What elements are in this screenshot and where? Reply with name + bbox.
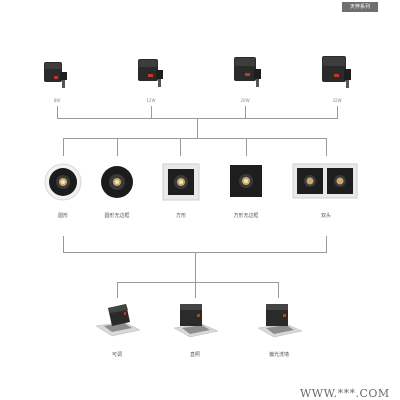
shape-label: 方形无边框 xyxy=(233,213,259,219)
connector-line xyxy=(63,138,64,156)
connector-line xyxy=(246,138,247,156)
driver-20w-image xyxy=(234,57,261,87)
double-head-light-image xyxy=(292,163,358,199)
connector-line xyxy=(63,138,327,139)
connector-line xyxy=(151,106,152,118)
connector-line xyxy=(337,106,338,118)
connector-line xyxy=(326,236,327,252)
driver-label: 8W xyxy=(53,98,61,103)
driver-label: 20W xyxy=(240,98,250,103)
round-frameless-light-image xyxy=(101,166,133,198)
connector-line xyxy=(245,106,246,118)
driver-32w-image xyxy=(322,56,351,88)
direct-module-image xyxy=(173,304,219,338)
connector-line xyxy=(278,282,279,298)
wall-washer-module-image xyxy=(257,304,303,338)
connector-line xyxy=(195,252,196,282)
round-light-image xyxy=(44,163,82,201)
square-light-image xyxy=(162,163,200,201)
shape-label: 方形 xyxy=(175,213,187,219)
shape-label: 圆形 xyxy=(57,213,69,219)
square-frameless-light-image xyxy=(230,165,262,197)
driver-8w-image xyxy=(44,62,67,88)
connector-line xyxy=(117,138,118,156)
connector-line xyxy=(57,106,58,118)
driver-label: 12W xyxy=(146,98,156,103)
connector-line xyxy=(197,118,198,138)
connector-line xyxy=(195,282,196,298)
driver-label: 32W xyxy=(332,98,342,103)
module-label: 偏光洗墙 xyxy=(268,352,290,358)
shape-label: 圆形无边框 xyxy=(104,213,130,219)
shape-label: 双头 xyxy=(320,213,332,219)
connector-line xyxy=(63,236,64,252)
series-badge: 天梓系列 xyxy=(342,2,378,12)
watermark: WWW.***.COM xyxy=(300,387,390,400)
driver-12w-image xyxy=(138,59,163,87)
connector-line xyxy=(326,138,327,156)
module-label: 直照 xyxy=(189,352,201,358)
module-label: 可调 xyxy=(111,352,123,358)
adjustable-module-image xyxy=(95,304,141,337)
connector-line xyxy=(117,282,279,283)
connector-line xyxy=(117,282,118,298)
connector-line xyxy=(180,138,181,156)
